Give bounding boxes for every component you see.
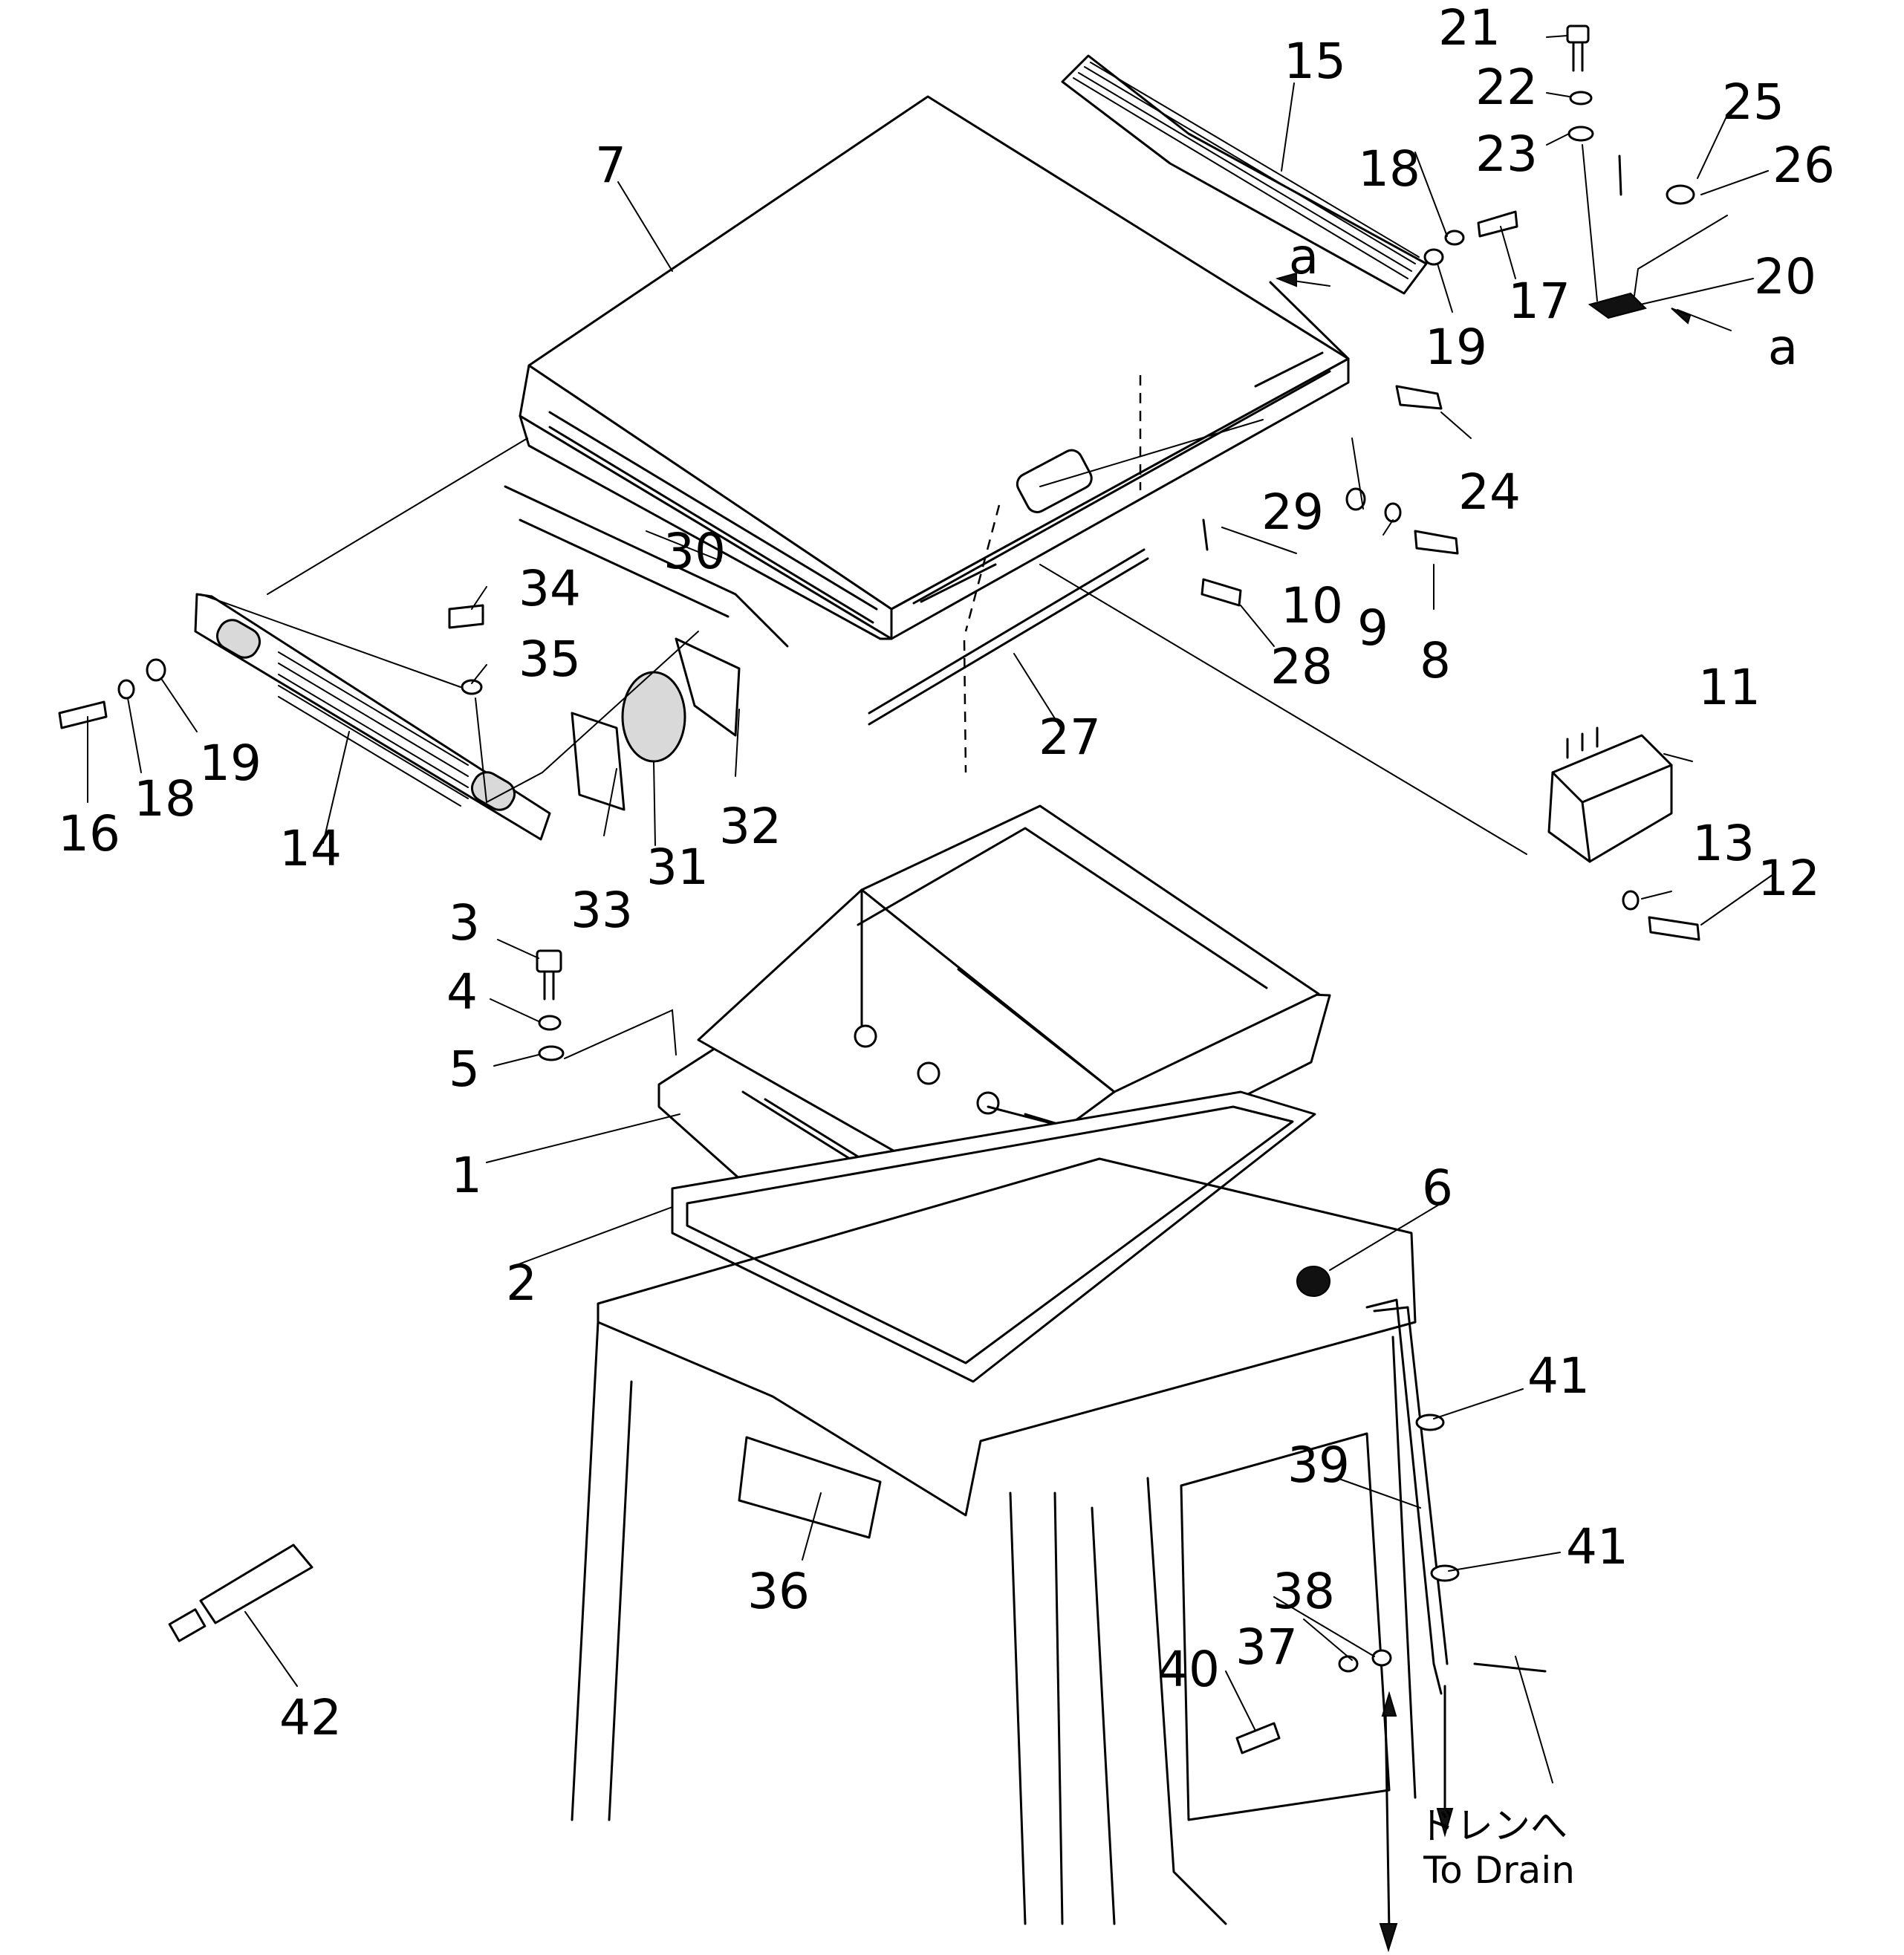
motor-box-11 [1547, 726, 1673, 863]
bolt-16 [58, 700, 108, 729]
washer-22 [1569, 91, 1593, 105]
callout-labels: 21 22 23 15 7 25 26 18 a 20 17 19 a 24 2… [58, 0, 1835, 1746]
screw-34 [448, 604, 484, 629]
label-8: 8 [1420, 632, 1451, 689]
label-4: 4 [446, 963, 478, 1021]
label-1: 1 [451, 1147, 482, 1204]
roof-cover-7 [519, 95, 1350, 773]
label-14: 14 [279, 820, 342, 877]
washer-35 [461, 679, 483, 695]
label-41-top: 41 [1527, 1347, 1590, 1405]
cab-frame [571, 1157, 1547, 1925]
leader-lines [87, 35, 1776, 1783]
front-panel-14 [194, 593, 551, 841]
label-3: 3 [449, 894, 480, 952]
bolt-21 [1566, 25, 1590, 44]
washer-9 [1384, 502, 1402, 523]
label-19-left: 19 [199, 735, 261, 792]
bolt-17 [1477, 210, 1518, 238]
lamp-bracket-32 [675, 637, 741, 737]
bushing-6 [1296, 1266, 1330, 1297]
bolt-12 [1648, 916, 1700, 941]
plug-40 [1235, 1722, 1281, 1754]
washer-18b [117, 679, 135, 700]
label-a-top: a [1289, 228, 1319, 285]
bolt-8 [1414, 530, 1459, 555]
label-18-top: 18 [1358, 140, 1420, 198]
clamp-41b [1430, 1564, 1460, 1582]
label-26: 26 [1773, 137, 1835, 194]
washer-19b [146, 658, 166, 682]
pin-28 [1200, 578, 1242, 607]
label-35: 35 [519, 631, 581, 688]
washer-5 [538, 1045, 565, 1061]
label-37: 37 [1235, 1619, 1298, 1676]
wire-30 [504, 485, 789, 648]
label-31: 31 [646, 839, 709, 896]
hose-39 [1365, 1298, 1443, 1695]
label-20: 20 [1754, 248, 1816, 305]
label-29: 29 [1261, 484, 1324, 541]
label-40: 40 [1157, 1641, 1220, 1698]
bolt-3 [536, 949, 562, 973]
small-parts [58, 25, 1700, 1953]
lamp-frame-33 [571, 712, 626, 811]
bracket-20 [1588, 292, 1647, 319]
fitting-37 [1338, 1655, 1359, 1673]
label-32: 32 [719, 798, 782, 855]
label-30: 30 [663, 523, 726, 580]
washer-19 [1423, 248, 1444, 266]
fitting-38 [1371, 1649, 1392, 1667]
label-15: 15 [1284, 33, 1346, 90]
label-a-right: a [1768, 319, 1798, 376]
label-28: 28 [1270, 638, 1333, 695]
label-36: 36 [747, 1563, 810, 1620]
label-25: 25 [1722, 74, 1784, 131]
label-38: 38 [1273, 1563, 1335, 1620]
clamp-41a [1415, 1414, 1445, 1431]
label-23: 23 [1475, 126, 1538, 183]
drain-note: ドレンへ To Drain [1419, 1804, 1575, 1892]
drain-note-jp: ドレンへ [1419, 1804, 1567, 1847]
lamp-31 [621, 671, 686, 763]
rod-27 [868, 548, 1149, 726]
label-16: 16 [58, 805, 120, 862]
washer-23 [1567, 126, 1594, 142]
label-13: 13 [1692, 815, 1755, 872]
label-34: 34 [519, 560, 581, 617]
label-12: 12 [1758, 850, 1820, 907]
rear-grille-15 [1061, 54, 1428, 295]
label-18-left: 18 [134, 770, 196, 827]
label-21: 21 [1438, 0, 1501, 56]
gasket-2 [671, 1090, 1316, 1383]
label-5: 5 [449, 1041, 480, 1098]
label-33: 33 [571, 882, 633, 939]
cotter-29 [1202, 518, 1209, 551]
label-22: 22 [1475, 59, 1538, 116]
washer-18 [1444, 230, 1465, 246]
drain-note-en: To Drain [1423, 1849, 1575, 1892]
washer-4 [538, 1015, 562, 1031]
label-10: 10 [1281, 577, 1343, 634]
label-2: 2 [506, 1255, 537, 1312]
label-6: 6 [1422, 1159, 1453, 1217]
pin-24 [1395, 385, 1443, 410]
label-42: 42 [279, 1689, 342, 1746]
base-tray-1 [657, 804, 1331, 1235]
label-39: 39 [1287, 1437, 1350, 1494]
label-24: 24 [1458, 463, 1521, 521]
label-19-top: 19 [1425, 319, 1487, 376]
label-41-bottom: 41 [1566, 1518, 1628, 1575]
label-9: 9 [1357, 599, 1388, 657]
label-27: 27 [1039, 709, 1101, 766]
sealant-tube-42 [199, 1543, 313, 1624]
pin-25 [1618, 154, 1622, 196]
washer-26 [1666, 184, 1695, 205]
label-17: 17 [1508, 273, 1570, 330]
label-7: 7 [595, 137, 626, 194]
washer-13 [1622, 890, 1640, 911]
label-11: 11 [1698, 659, 1761, 716]
